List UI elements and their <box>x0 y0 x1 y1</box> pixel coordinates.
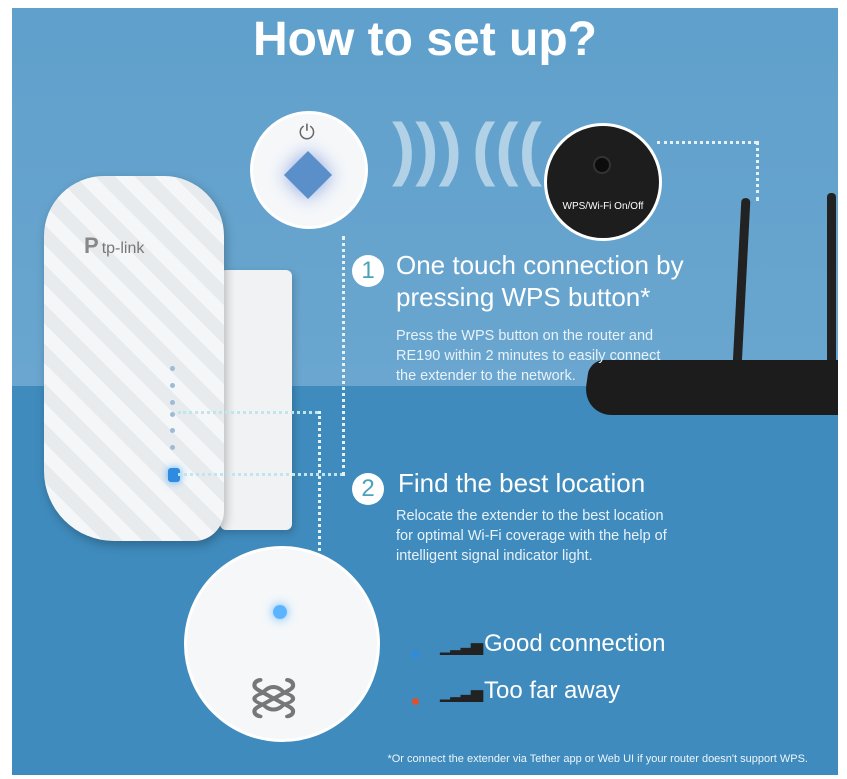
wps-router-button <box>593 156 611 174</box>
signal-light-closeup: ᯼ <box>184 546 380 742</box>
wps-button-led <box>168 468 180 482</box>
legend-too-far-away: Too far away <box>484 677 621 704</box>
led-indicator <box>170 366 175 371</box>
legend-good-connection: Good connection <box>484 630 666 657</box>
connector-line <box>657 141 757 144</box>
step-number-2: 2 <box>352 473 384 505</box>
text-line: the extender to the network. <box>396 368 576 384</box>
step1-description: Press the WPS button on the router and R… <box>396 326 660 386</box>
connector-line <box>756 141 759 201</box>
range-extender-image <box>44 176 224 541</box>
wall-plug <box>220 270 292 530</box>
good-connection-dot <box>412 651 419 658</box>
connector-line <box>178 473 343 476</box>
signal-bars-icon: ▁▂▃▅ <box>440 685 483 702</box>
step2-heading: Find the best location <box>398 468 646 498</box>
router-button-label: WPS/Wi-Fi On/Off <box>562 201 644 212</box>
signal-waves-icon: ((( <box>472 109 542 187</box>
text-line: Relocate the extender to the best locati… <box>396 508 664 524</box>
led-indicator <box>170 383 175 388</box>
wps-icon <box>283 150 333 200</box>
signal-waves-icon: ))) <box>392 109 462 187</box>
text-line: for optimal Wi-Fi coverage with the help… <box>396 528 667 544</box>
signal-led-icon <box>170 412 175 417</box>
step2-description: Relocate the extender to the best locati… <box>396 506 667 566</box>
power-led-icon <box>170 445 175 450</box>
step-number-1: 1 <box>352 255 384 287</box>
power-icon: ⏻ <box>299 122 315 144</box>
brand-text: tp-link <box>101 240 145 257</box>
router-button-closeup: WPS/Wi-Fi On/Off <box>544 123 662 241</box>
connector-line <box>318 411 321 611</box>
page-title: How to set up? <box>253 13 597 66</box>
connector-line <box>342 236 345 476</box>
heading-line: pressing WPS button* <box>396 282 651 312</box>
led-indicator <box>170 428 175 433</box>
wps-closeup-circle: ⏻ <box>250 111 368 229</box>
too-far-dot <box>412 698 419 705</box>
connector-line <box>178 411 318 414</box>
text-line: RE190 within 2 minutes to easily connect <box>396 348 661 364</box>
signal-led <box>273 605 287 619</box>
footnote: *Or connect the extender via Tether app … <box>387 753 808 765</box>
wifi-icon: ᯼ <box>247 667 301 723</box>
heading-line: One touch connection by <box>396 250 684 280</box>
router-antenna <box>827 193 836 368</box>
text-line: intelligent signal indicator light. <box>396 548 593 564</box>
text-line: Press the WPS button on the router and <box>396 328 654 344</box>
led-indicator <box>170 400 175 405</box>
signal-bars-icon: ▁▂▃▅ <box>440 638 483 655</box>
